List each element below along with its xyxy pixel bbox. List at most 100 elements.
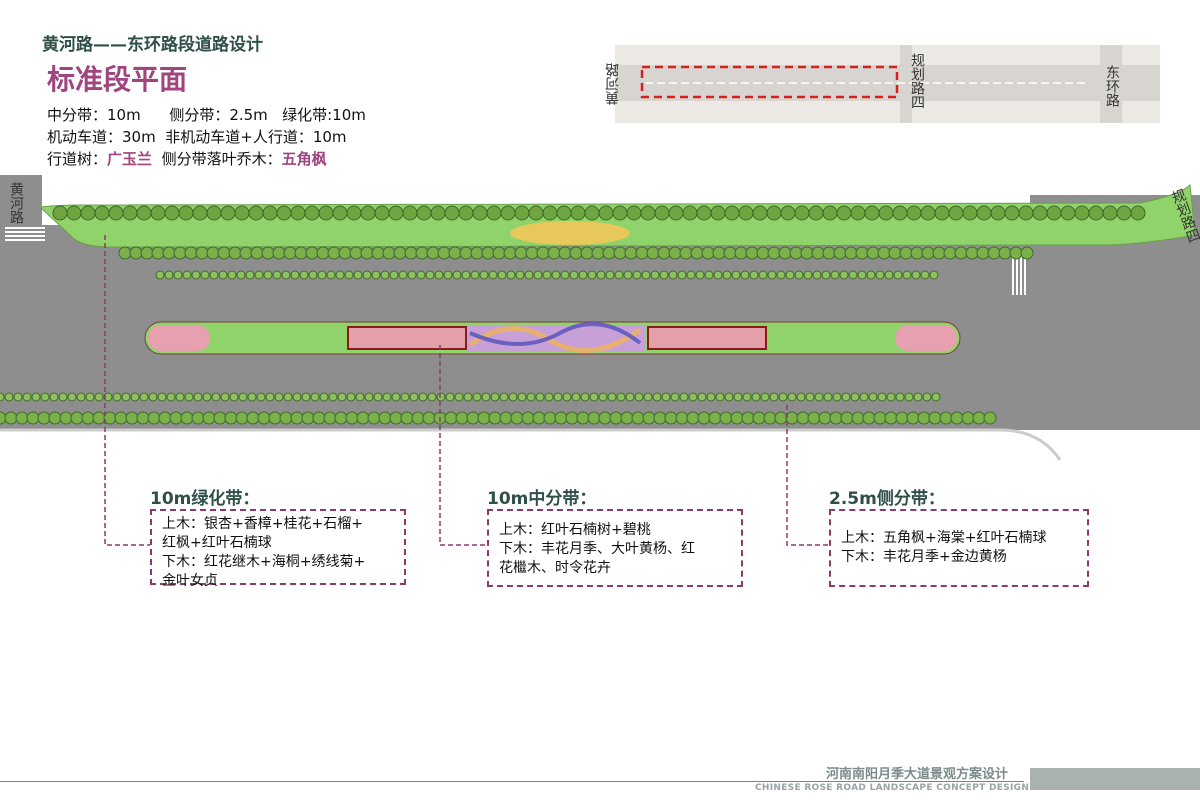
tree: [517, 392, 527, 402]
callout-line: 红枫+红叶石楠球: [162, 535, 272, 551]
callout-line: 上木：红叶石楠树+碧桃: [499, 522, 651, 538]
tree: [200, 270, 210, 280]
tree: [841, 392, 851, 402]
tree: [535, 392, 545, 402]
spec-sidewalk: 非机动车道+人行道：10m: [165, 128, 347, 146]
tree: [121, 392, 131, 402]
tree: [652, 392, 662, 402]
tree: [337, 392, 347, 402]
key-map: 黄河路 规划路四 东环路: [605, 45, 1160, 123]
tree: [704, 270, 714, 280]
tree: [479, 270, 489, 280]
tree: [463, 392, 473, 402]
tree: [787, 392, 797, 402]
callout-median: 10m中分带： 上木：红叶石楠树+碧桃 下木：丰花月季、大叶黄杨、红 花檵木、时…: [487, 484, 743, 587]
tree: [839, 270, 849, 280]
tree: [301, 392, 311, 402]
tree: [182, 270, 192, 280]
tree: [524, 270, 534, 280]
tree: [724, 392, 734, 402]
tree: [814, 392, 824, 402]
tree: [650, 270, 660, 280]
tree: [436, 392, 446, 402]
tree: [706, 392, 716, 402]
tree: [209, 270, 219, 280]
spec-motorway: 机动车道：30m: [47, 128, 156, 146]
tree: [533, 270, 543, 280]
tree: [526, 392, 536, 402]
tree: [22, 392, 32, 402]
plan-road-label-left: 黄河路: [8, 182, 24, 224]
callout-line: 花檵木、时令花卉: [499, 560, 611, 576]
tree: [418, 392, 428, 402]
tree: [821, 270, 831, 280]
tree: [211, 392, 221, 402]
tree: [740, 270, 750, 280]
tree: [148, 392, 158, 402]
tree: [911, 270, 921, 280]
tree: [245, 270, 255, 280]
tree: [328, 392, 338, 402]
tree: [308, 270, 318, 280]
tree: [868, 392, 878, 402]
tree: [767, 270, 777, 280]
tree: [677, 270, 687, 280]
tree: [668, 270, 678, 280]
callout-line: 上木：银杏+香樟+桂花+石榴+: [162, 516, 363, 532]
tree: [877, 392, 887, 402]
tree: [803, 270, 813, 280]
callout-title: 10m中分带：: [487, 489, 597, 509]
footer-divider: [0, 781, 1024, 782]
tree: [175, 392, 185, 402]
tree: [679, 392, 689, 402]
tree: [166, 392, 176, 402]
tree: [416, 270, 426, 280]
tree: [542, 270, 552, 280]
tree: [688, 392, 698, 402]
tree: [326, 270, 336, 280]
tree: [922, 392, 932, 402]
tree: [265, 392, 275, 402]
callout-line: 下木：丰花月季、大叶黄杨、红: [499, 541, 695, 557]
spec-side-belt: 侧分带：2.5m: [169, 106, 268, 124]
tree: [229, 392, 239, 402]
tree: [317, 270, 327, 280]
tree: [290, 270, 300, 280]
tree: [661, 392, 671, 402]
tree: [812, 270, 822, 280]
tree: [515, 270, 525, 280]
tree: [776, 270, 786, 280]
tree: [893, 270, 903, 280]
tree: [587, 270, 597, 280]
tree: [40, 392, 50, 402]
tree: [299, 270, 309, 280]
tree: [470, 270, 480, 280]
tree: [49, 392, 59, 402]
tree: [310, 392, 320, 402]
tree: [589, 392, 599, 402]
tree: [263, 270, 273, 280]
tree: [461, 270, 471, 280]
tree: [796, 392, 806, 402]
tree: [731, 270, 741, 280]
tree: [823, 392, 833, 402]
spec-side-tree-label: 侧分带落叶乔木：: [161, 150, 282, 168]
tree: [218, 270, 228, 280]
tree: [569, 270, 579, 280]
callout-side-belt: 2.5m侧分带： 上木：五角枫+海棠+红叶石楠球 下木：丰花月季+金边黄杨: [829, 484, 1089, 587]
tree: [560, 270, 570, 280]
tree: [697, 392, 707, 402]
tree: [346, 392, 356, 402]
tree: [173, 270, 183, 280]
tree: [76, 392, 86, 402]
tree: [983, 411, 997, 425]
tree: [292, 392, 302, 402]
tree: [902, 270, 912, 280]
tree: [256, 392, 266, 402]
tree: [742, 392, 752, 402]
spec-street-tree-value: 广玉兰: [107, 150, 153, 168]
tree: [236, 270, 246, 280]
tree: [931, 392, 941, 402]
tree-rows: [0, 205, 1146, 425]
key-map-drawing: [615, 45, 1160, 123]
